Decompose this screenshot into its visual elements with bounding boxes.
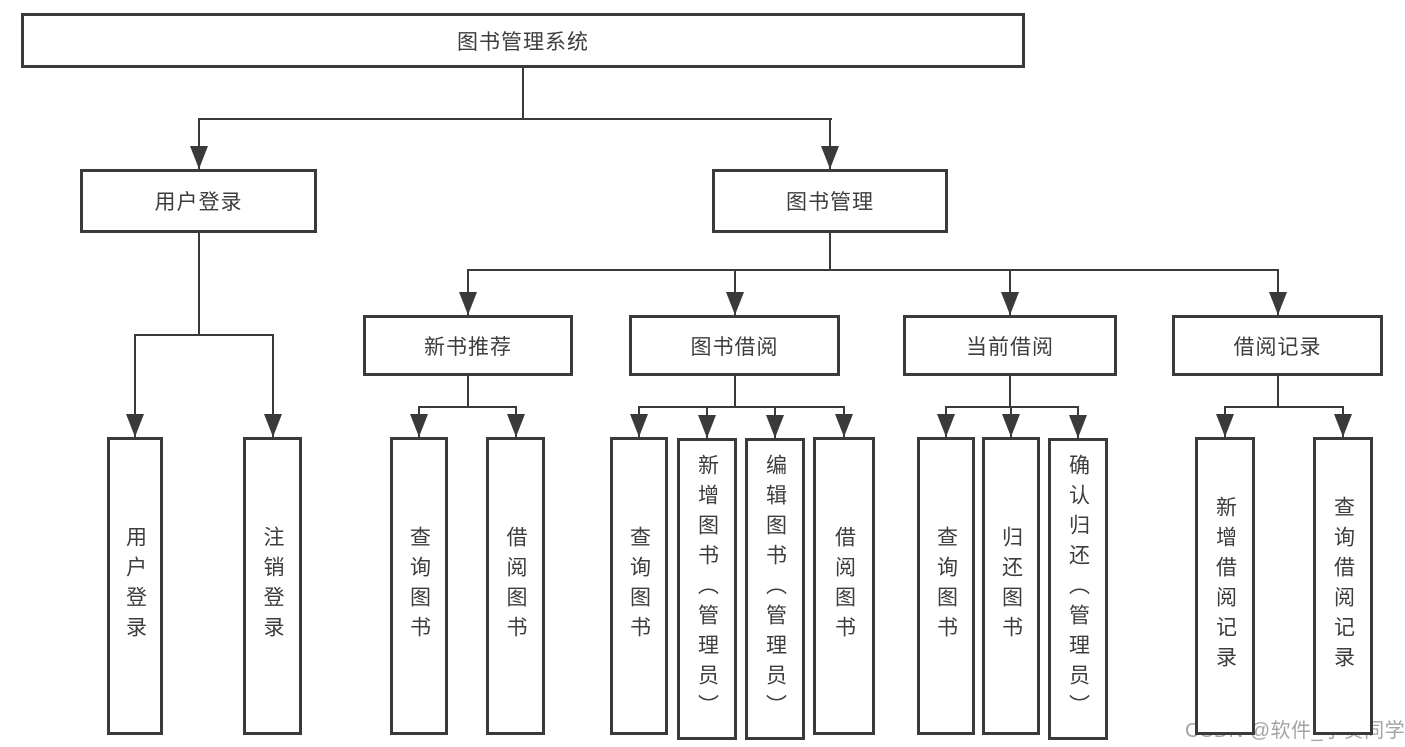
arrow-down-icon [190,146,208,169]
arrow-down-icon [1334,414,1352,437]
arrow-down-icon [726,292,744,315]
connector-child-stem [272,335,274,437]
node-borrow-books-borrow: 借阅图书 [813,437,875,735]
node-label-current-borrow: 当前借阅 [966,335,1054,359]
node-root: 图书管理系统 [21,13,1025,68]
node-label-borrow-books-rec: 借阅图书 [504,526,527,646]
node-label-book-mgmt-module: 图书管理 [786,191,874,214]
node-label-add-borrow-record: 新增借阅记录 [1213,496,1237,676]
connector-parent-stem [1009,376,1011,407]
connector-bus [638,406,845,408]
connector-parent-stem [1277,376,1279,407]
arrow-down-icon [459,292,477,315]
node-label-query-books-rec: 查询图书 [407,526,431,646]
connector-parent-stem [734,376,736,407]
arrow-down-icon [264,414,282,437]
connector-parent-stem [522,68,524,119]
node-label-root: 图书管理系统 [457,30,589,54]
node-query-borrow-record: 查询借阅记录 [1313,437,1373,735]
connector-child-stem [134,335,136,437]
arrow-down-icon [126,414,144,437]
arrow-down-icon [410,414,428,437]
node-label-book-borrow: 图书借阅 [690,335,779,359]
node-edit-book-admin: 编辑图书（管理员） [745,438,805,740]
node-label-user-login: 用户登录 [123,526,147,646]
node-label-borrow-books-borrow: 借阅图书 [832,526,856,646]
node-label-query-books-current: 查询图书 [934,526,958,646]
node-confirm-return-admin: 确认归还（管理员） [1048,438,1108,740]
connector-child-stem [198,119,200,169]
node-query-books-current: 查询图书 [917,437,975,735]
node-query-books-borrow: 查询图书 [610,437,668,735]
arrow-down-icon [937,414,955,437]
arrow-down-icon [835,414,853,437]
connector-bus [198,118,832,120]
arrow-down-icon [698,415,716,438]
connector-bus [945,406,1079,408]
node-book-mgmt-module: 图书管理 [712,169,948,233]
connector-bus [1224,406,1344,408]
node-borrow-books-rec: 借阅图书 [486,437,545,735]
connector-parent-stem [467,376,469,407]
arrow-down-icon [766,415,784,438]
node-current-borrow: 当前借阅 [903,315,1117,376]
node-book-borrow: 图书借阅 [629,315,840,376]
node-return-book: 归还图书 [982,437,1040,735]
connector-parent-stem [198,233,200,335]
connector-bus [418,406,517,408]
node-label-return-book: 归还图书 [999,526,1023,646]
arrow-down-icon [1001,292,1019,315]
node-label-edit-book-admin: 编辑图书（管理员） [763,454,787,724]
arrow-down-icon [1216,414,1234,437]
arrow-down-icon [630,414,648,437]
node-query-books-rec: 查询图书 [390,437,448,735]
node-label-add-book-admin: 新增图书（管理员） [695,454,719,724]
node-add-borrow-record: 新增借阅记录 [1195,437,1255,735]
arrow-down-icon [1002,414,1020,437]
node-borrow-records: 借阅记录 [1172,315,1383,376]
connector-child-stem [829,119,831,169]
node-label-query-borrow-record: 查询借阅记录 [1331,496,1355,676]
node-label-new-book-rec: 新书推荐 [424,335,512,359]
node-new-book-rec: 新书推荐 [363,315,573,376]
node-user-logout: 注销登录 [243,437,302,735]
arrow-down-icon [507,414,525,437]
connector-parent-stem [829,233,831,270]
arrow-down-icon [821,146,839,169]
connector-bus [134,334,274,336]
node-label-user-login-module: 用户登录 [154,191,243,214]
node-label-user-logout: 注销登录 [261,526,284,646]
arrow-down-icon [1069,415,1087,438]
node-label-borrow-records: 借阅记录 [1233,335,1322,359]
node-user-login-module: 用户登录 [80,169,317,233]
node-label-confirm-return-admin: 确认归还（管理员） [1066,454,1090,724]
connector-bus [467,269,1279,271]
node-label-query-books-borrow: 查询图书 [627,526,651,646]
node-add-book-admin: 新增图书（管理员） [677,438,737,740]
node-user-login: 用户登录 [107,437,163,735]
arrow-down-icon [1269,292,1287,315]
